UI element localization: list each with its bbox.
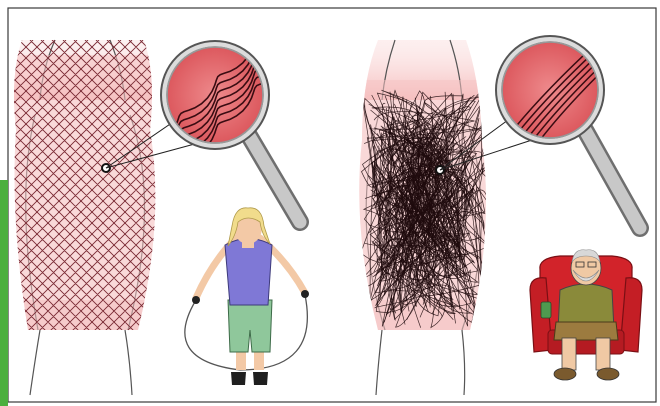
green-edge-strip xyxy=(0,180,8,406)
